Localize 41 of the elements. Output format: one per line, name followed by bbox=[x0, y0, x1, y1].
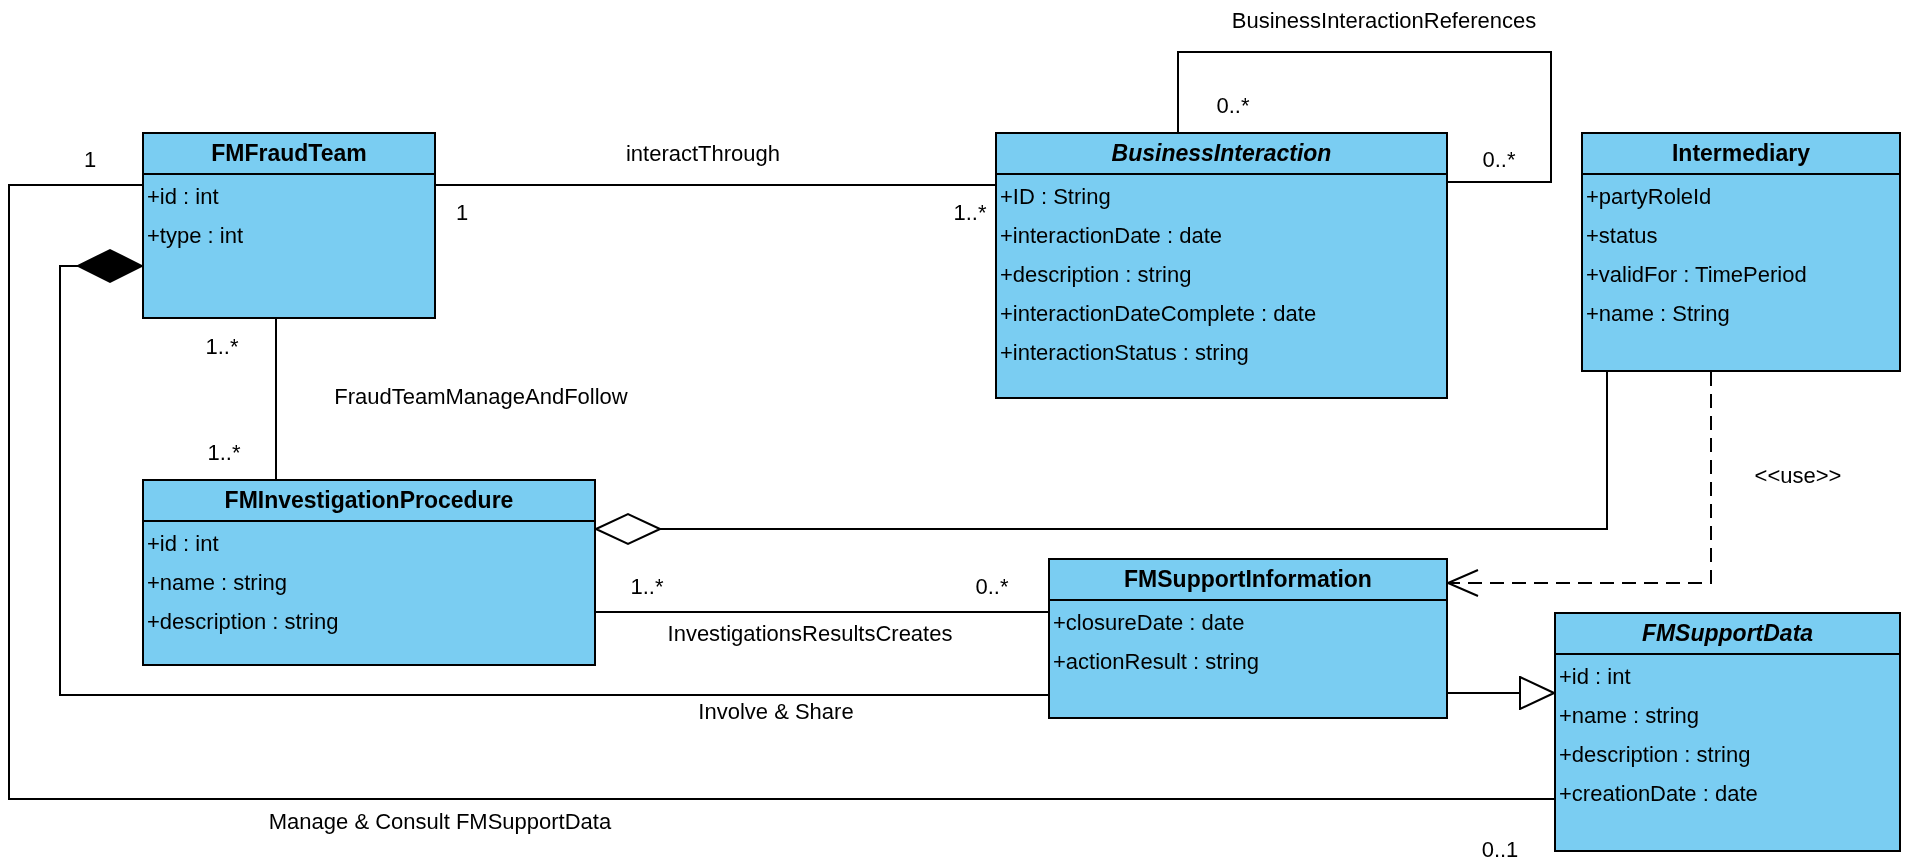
class-box bbox=[995, 132, 1448, 399]
association-line bbox=[59, 249, 1049, 696]
association-line bbox=[275, 318, 277, 480]
association-line bbox=[8, 184, 1555, 800]
attribute-text: +partyRoleId bbox=[1586, 183, 1712, 211]
attribute-text: +description : string bbox=[1000, 261, 1192, 289]
attribute-text: +interactionStatus : string bbox=[1000, 339, 1249, 367]
attribute-text: +closureDate : date bbox=[1053, 609, 1245, 637]
association-line bbox=[435, 184, 996, 186]
class-name: Intermediary bbox=[1583, 134, 1899, 175]
class-box bbox=[142, 132, 436, 319]
class-name: FMInvestigationProcedure bbox=[144, 481, 594, 522]
association-line bbox=[1447, 371, 1712, 597]
attribute-text: +creationDate : date bbox=[1559, 780, 1758, 808]
association-line bbox=[1177, 51, 1552, 183]
class-box bbox=[1581, 132, 1901, 372]
attribute-text: +name : string bbox=[1559, 702, 1699, 730]
class-name: BusinessInteraction bbox=[997, 134, 1446, 175]
attribute-text: +interactionDate : date bbox=[1000, 222, 1222, 250]
attribute-text: +actionResult : string bbox=[1053, 648, 1260, 676]
class-box bbox=[1048, 558, 1448, 719]
class-name: FMSupportInformation bbox=[1050, 560, 1446, 601]
attribute-text: +type : int bbox=[147, 222, 243, 250]
attribute-text: +id : int bbox=[1559, 663, 1631, 691]
attribute-text: +id : int bbox=[147, 530, 219, 558]
association-line bbox=[595, 371, 1608, 545]
association-line bbox=[595, 611, 1049, 613]
class-name: FMFraudTeam bbox=[144, 134, 434, 175]
attribute-text: +name : String bbox=[1586, 300, 1730, 328]
class-name: FMSupportData bbox=[1556, 614, 1899, 655]
attribute-text: +validFor : TimePeriod bbox=[1586, 261, 1807, 289]
attribute-text: +name : string bbox=[147, 569, 287, 597]
class-box bbox=[1554, 612, 1901, 852]
association-line bbox=[1447, 676, 1555, 710]
attribute-text: +ID : String bbox=[1000, 183, 1111, 211]
attribute-text: +interactionDateComplete : date bbox=[1000, 300, 1317, 328]
attribute-text: +description : string bbox=[1559, 741, 1751, 769]
class-box bbox=[142, 479, 596, 666]
attribute-text: +status bbox=[1586, 222, 1658, 250]
attribute-text: +id : int bbox=[147, 183, 219, 211]
attribute-text: +description : string bbox=[147, 608, 339, 636]
